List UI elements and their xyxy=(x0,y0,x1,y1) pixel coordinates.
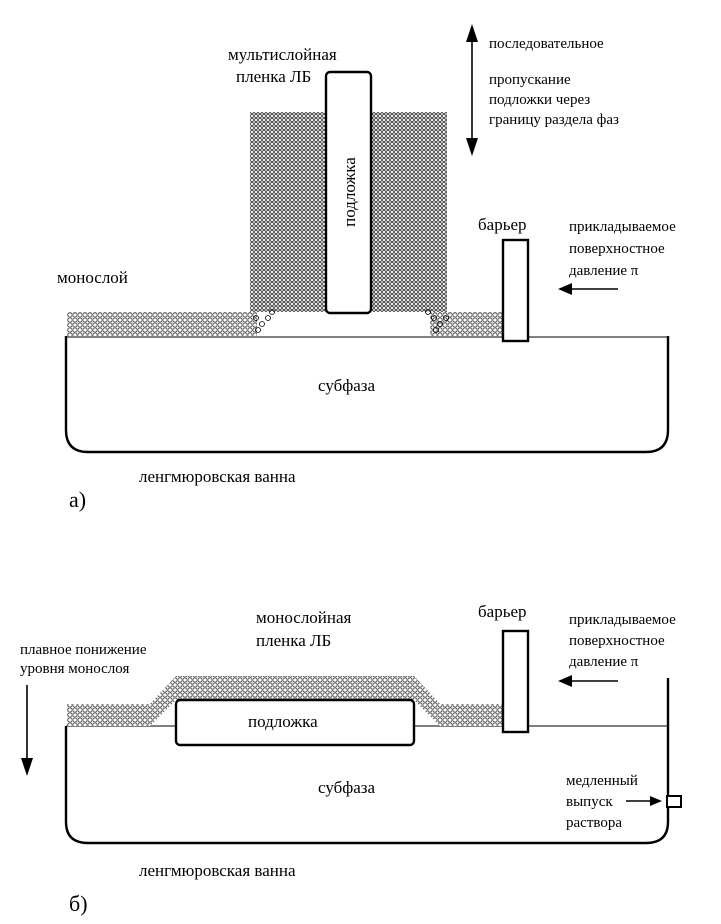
subphase-label-a: субфаза xyxy=(318,376,376,395)
pressure-label-b: прикладываемое поверхностное давление π xyxy=(569,612,679,670)
substrate-b xyxy=(174,698,416,747)
arrow-up-head-a xyxy=(466,24,478,42)
barrier-a xyxy=(501,238,530,343)
substrate-label-b: подложка xyxy=(248,712,318,731)
pressure-arrowhead-a xyxy=(558,283,572,295)
trough-b xyxy=(64,678,670,845)
panel-letter-b: б) xyxy=(69,891,88,916)
motion-label-a: последовательное пропускание подложки че… xyxy=(489,36,619,128)
panel-a: подложка барьер мультислойная пленка ЛБ … xyxy=(57,24,679,512)
multilayer-label-a: мультислойная пленка ЛБ xyxy=(228,45,341,86)
lowering-arrowhead-b xyxy=(21,758,33,776)
barrier-label-a: барьер xyxy=(478,215,527,234)
subphase-label-b: субфаза xyxy=(318,778,376,797)
trough-label-a: ленгмюровская ванна xyxy=(139,467,296,486)
pressure-arrowhead-b xyxy=(558,675,572,687)
multilayer-right-a xyxy=(371,112,447,312)
outlet-arrowhead-b xyxy=(650,796,662,806)
multilayer-left-a xyxy=(250,112,326,312)
dangling-molecules-a xyxy=(253,309,449,333)
substrate-a xyxy=(324,70,373,315)
monolayer-right-a xyxy=(430,312,502,336)
barrier-b xyxy=(501,629,530,734)
monolayer-left-a xyxy=(67,312,257,336)
trough-a xyxy=(64,336,670,454)
trough-label-b: ленгмюровская ванна xyxy=(139,861,296,880)
monolayer-film-b xyxy=(67,676,502,726)
substrate-label-a: подложка xyxy=(340,157,359,227)
lowering-label-b: плавное понижение уровня монослоя xyxy=(20,642,150,677)
monolayer-label-a: монослой xyxy=(57,268,128,287)
outlet-label-b: медленный выпуск раствора xyxy=(566,773,642,831)
panel-letter-a: а) xyxy=(69,487,86,512)
monolayer-film-label-b: монослойная пленка ЛБ xyxy=(256,608,356,650)
pressure-label-a: прикладываемое поверхностное давление π xyxy=(569,219,679,279)
panel-b: подложка барьер монослойная пленка ЛБ пр… xyxy=(20,602,682,916)
arrow-down-head-a xyxy=(466,138,478,156)
outlet-valve-b xyxy=(666,795,682,808)
barrier-label-b: барьер xyxy=(478,602,527,621)
